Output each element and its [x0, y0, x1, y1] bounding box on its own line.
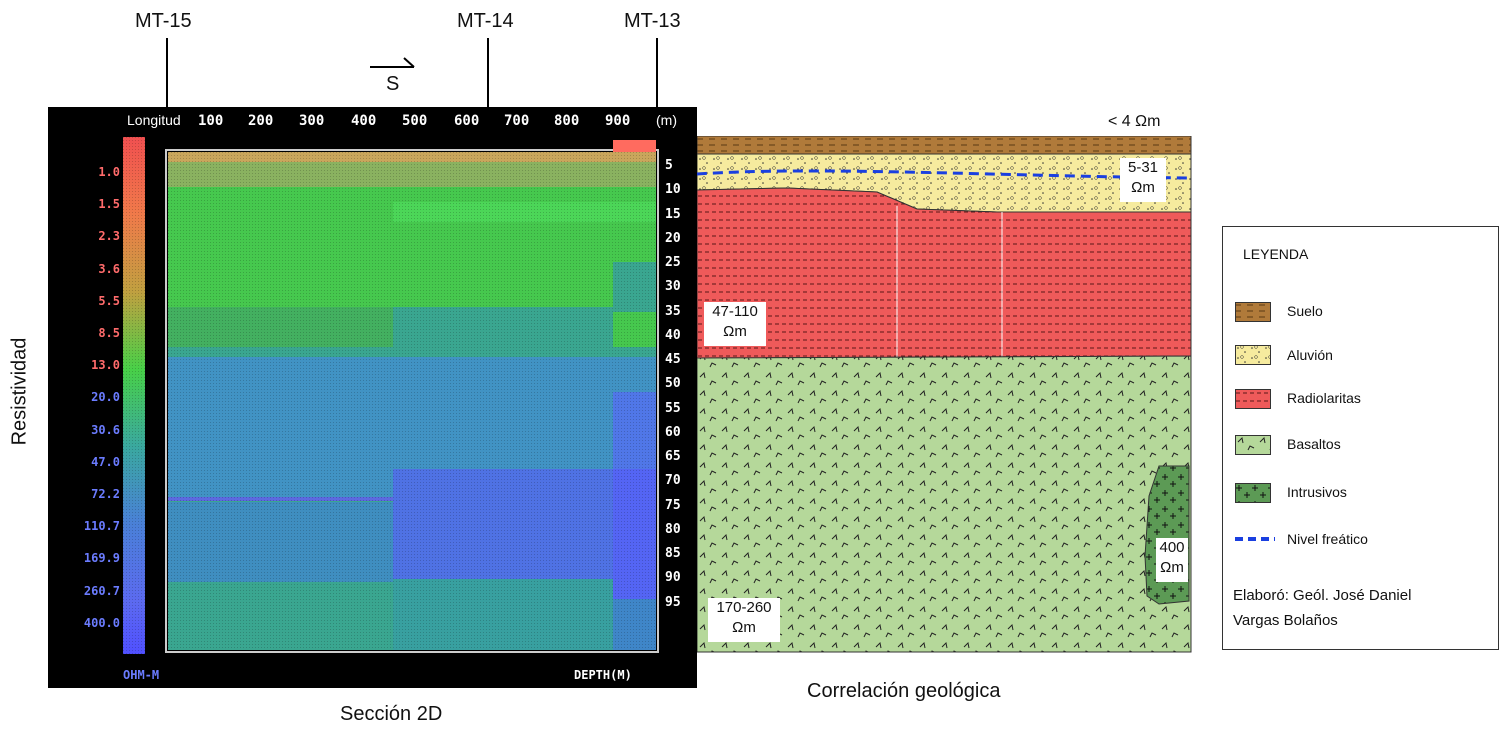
- x-tick-100: 100: [198, 113, 224, 129]
- depth-tick: 50: [665, 376, 681, 392]
- depth-tick: 70: [665, 473, 681, 489]
- depth-tick: 5: [665, 158, 673, 173]
- station-label-mt13: MT-13: [624, 10, 681, 32]
- scale-value: 20.0: [91, 390, 120, 405]
- depth-tick: 80: [665, 521, 681, 537]
- scale-value: 2.3: [98, 229, 120, 244]
- depth-tick: 35: [665, 303, 681, 319]
- geologic-correlation: [697, 136, 1192, 653]
- legend-item-aluvion: Aluvión: [1287, 347, 1333, 363]
- depth-tick: 25: [665, 255, 681, 270]
- scale-value: 260.7: [83, 583, 120, 598]
- intrusivos-swatch-icon: [1235, 483, 1271, 503]
- suelo-value-label: < 4 Ωm: [1108, 113, 1161, 130]
- legend-panel: LEYENDA Suelo Aluvión Radiolaritas Basal…: [1222, 226, 1499, 650]
- scale-value: 5.5: [98, 293, 120, 308]
- x-tick-200: 200: [248, 113, 274, 129]
- depth-tick: 75: [665, 497, 681, 513]
- depth-tick: 85: [665, 546, 681, 561]
- suelo-swatch-icon: [1235, 302, 1271, 322]
- scale-value: 400.0: [83, 615, 120, 630]
- nivel-freatico-swatch-icon: [1235, 537, 1275, 541]
- depth-unit-label: DEPTH(M): [574, 668, 632, 682]
- section-2d-caption: Sección 2D: [340, 703, 443, 725]
- depth-tick: 90: [665, 570, 681, 586]
- station-label-mt14: MT-14: [457, 10, 514, 32]
- section-2d-panel: Longitud 100 200 300 400 500 600 700 800…: [48, 107, 697, 688]
- author-line-2: Vargas Bolaños: [1233, 612, 1338, 629]
- depth-tick: 55: [665, 400, 681, 416]
- scale-value: 169.9: [83, 551, 120, 566]
- correlation-caption: Correlación geológica: [807, 680, 1001, 702]
- x-tick-900: 900: [605, 113, 631, 129]
- depth-tick: 15: [665, 206, 681, 222]
- x-tick-800: 800: [554, 113, 580, 129]
- depth-tick: 60: [665, 424, 681, 440]
- radiolaritas-swatch-icon: [1235, 389, 1271, 409]
- x-tick-300: 300: [299, 113, 325, 129]
- aluvion-swatch-icon: [1235, 345, 1271, 365]
- scale-value: 30.6: [91, 422, 120, 437]
- scale-value: 8.5: [98, 326, 120, 340]
- scale-value: 72.2: [91, 487, 120, 501]
- x-tick-600: 600: [454, 113, 480, 129]
- scale-value: 110.7: [83, 519, 120, 534]
- legend-item-nivel-freatico: Nivel freático: [1287, 531, 1368, 547]
- scale-value: 13.0: [91, 358, 120, 373]
- author-line-1: Elaboró: Geól. José Daniel: [1233, 587, 1412, 604]
- legend-item-basaltos: Basaltos: [1287, 436, 1341, 452]
- depth-tick: 30: [665, 279, 681, 295]
- station-label-mt15: MT-15: [135, 10, 192, 32]
- station-line-mt14: [487, 38, 489, 113]
- longitud-label: Longitud: [127, 112, 181, 128]
- legend-item-intrusivos: Intrusivos: [1287, 484, 1347, 500]
- x-tick-400: 400: [351, 113, 377, 129]
- station-line-mt13: [656, 38, 658, 113]
- resistividad-title: Resistividad: [8, 337, 31, 446]
- legend-item-radiolaritas: Radiolaritas: [1287, 390, 1361, 406]
- scale-value: 47.0: [91, 454, 120, 469]
- scale-value: 3.6: [98, 261, 120, 276]
- station-line-mt15: [166, 38, 168, 150]
- scale-unit-label: OHM-M: [123, 668, 160, 682]
- direction-label: S: [386, 73, 400, 95]
- legend-item-suelo: Suelo: [1287, 303, 1323, 319]
- x-tick-700: 700: [504, 113, 530, 129]
- scale-value: 1.0: [98, 165, 120, 179]
- legend-title: LEYENDA: [1243, 246, 1309, 262]
- depth-tick: 65: [665, 449, 681, 464]
- scale-value: 1.5: [98, 197, 120, 212]
- basaltos-swatch-icon: [1235, 435, 1271, 455]
- direction-arrow-icon: [370, 57, 415, 68]
- depth-tick: 45: [665, 352, 681, 367]
- depth-tick: 40: [665, 327, 681, 343]
- depth-tick: 20: [665, 230, 681, 246]
- depth-tick: 10: [665, 182, 681, 198]
- depth-tick: 95: [665, 594, 681, 610]
- x-tick-500: 500: [402, 113, 428, 129]
- x-unit-label: (m): [656, 112, 677, 128]
